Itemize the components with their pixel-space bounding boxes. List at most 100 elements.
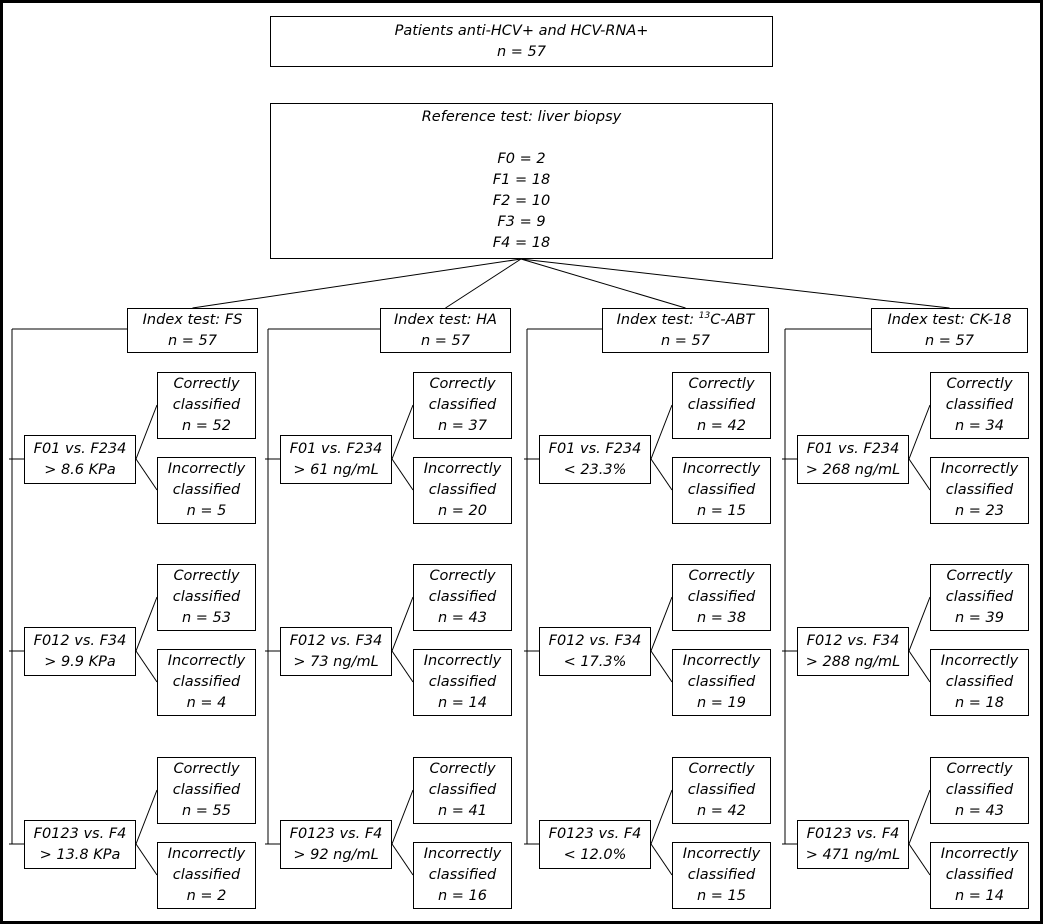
branch-incorrect-line xyxy=(650,458,673,491)
incorrectly-classified-box-text: classified xyxy=(428,674,497,690)
index-test-count: n = 57 xyxy=(660,332,710,349)
correctly-classified-box-text: classified xyxy=(172,397,241,413)
comparison-box-text: > 268 ng/mL xyxy=(805,461,901,478)
comparison-box: F01 vs. F234> 8.6 KPa xyxy=(24,435,136,484)
correctly-classified-box-text: classified xyxy=(428,782,497,798)
index-test-prefix: Index test: xyxy=(616,311,699,328)
incorrectly-classified-box-text: classified xyxy=(428,867,497,883)
correctly-classified-box-text: n = 38 xyxy=(696,610,746,626)
comparison-box-text: F012 vs. F34 xyxy=(806,632,900,649)
branch-correct-line xyxy=(391,789,414,845)
correctly-classified-box-text: Correctly xyxy=(946,761,1013,777)
incorrectly-classified-box-text: n = 14 xyxy=(954,888,1004,904)
population-box: Patients anti-HCV+ and HCV-RNA+ n = 57 xyxy=(270,16,773,67)
comparison-box-text: > 471 ng/mL xyxy=(805,846,901,863)
correctly-classified-box-text: classified xyxy=(172,589,241,605)
comparison-box: F0123 vs. F4> 471 ng/mL xyxy=(797,820,909,869)
comparison-box-text: > 288 ng/mL xyxy=(805,653,901,670)
incorrectly-classified-box-text: Incorrectly xyxy=(940,461,1019,477)
comparison-box-text: > 61 ng/mL xyxy=(293,461,379,478)
incorrectly-classified-box-text: Incorrectly xyxy=(167,653,246,669)
incorrectly-classified-box-text: Incorrectly xyxy=(940,653,1019,669)
correctly-classified-box-text: Correctly xyxy=(429,568,496,584)
comparison-box: F0123 vs. F4> 13.8 KPa xyxy=(24,820,136,869)
comparison-box-text: F0123 vs. F4 xyxy=(548,825,642,842)
correctly-classified-box-text: n = 37 xyxy=(437,418,487,434)
comparison-box-text: F01 vs. F234 xyxy=(806,440,900,457)
grade-f4: F4 = 18 xyxy=(492,235,551,251)
comparison-box-text: < 12.0% xyxy=(563,846,627,863)
correctly-classified-box-text: n = 34 xyxy=(954,418,1004,434)
index-test-name: CK-18 xyxy=(969,311,1012,328)
incorrectly-classified-box-text: n = 4 xyxy=(186,695,227,711)
index-test-name: C-ABT xyxy=(710,311,755,328)
comparison-box-text: F01 vs. F234 xyxy=(289,440,383,457)
branch-correct-line xyxy=(908,404,931,460)
comparison-box-text: > 9.9 KPa xyxy=(44,653,116,670)
incorrectly-classified-box-text: Incorrectly xyxy=(940,846,1019,862)
comparison-box-text: F01 vs. F234 xyxy=(548,440,642,457)
correctly-classified-box-text: Correctly xyxy=(946,376,1013,392)
branch-correct-line xyxy=(650,789,673,845)
branch-correct-line xyxy=(135,596,158,652)
comparison-box-text: < 17.3% xyxy=(563,653,627,670)
incorrectly-classified-box-text: n = 23 xyxy=(954,503,1004,519)
incorrectly-classified-box-text: classified xyxy=(172,482,241,498)
comparison-box-text: > 13.8 KPa xyxy=(39,846,121,863)
correctly-classified-box-text: classified xyxy=(428,589,497,605)
incorrectly-classified-box-text: Incorrectly xyxy=(423,653,502,669)
branch-incorrect-line xyxy=(908,458,931,491)
reference-to-index-line xyxy=(520,258,950,309)
comparison-box: F01 vs. F234 > 61 ng/mL xyxy=(280,435,392,484)
correctly-classified-box-text: n = 43 xyxy=(954,803,1004,819)
correctly-classified-box-text: classified xyxy=(945,589,1014,605)
branch-incorrect-line xyxy=(135,843,158,876)
branch-incorrect-line xyxy=(391,843,414,876)
incorrectly-classified-box-text: Incorrectly xyxy=(423,846,502,862)
branch-incorrect-line xyxy=(135,458,158,491)
comparison-box-text: F012 vs. F34 xyxy=(548,632,642,649)
correctly-classified-box-text: Correctly xyxy=(429,376,496,392)
correctly-classified-box-text: n = 42 xyxy=(696,803,746,819)
incorrectly-classified-box-text: n = 18 xyxy=(954,695,1004,711)
population-title: Patients anti-HCV+ and HCV-RNA+ xyxy=(394,22,649,39)
correctly-classified-box-text: Correctly xyxy=(946,568,1013,584)
incorrectly-classified-box-text: Incorrectly xyxy=(423,461,502,477)
correctly-classified-box-text: classified xyxy=(428,397,497,413)
comparison-box-text: > 73 ng/mL xyxy=(293,653,379,670)
grade-f1: F1 = 18 xyxy=(492,172,551,188)
correctly-classified-box-text: Correctly xyxy=(429,761,496,777)
correctly-classified-box-text: Correctly xyxy=(688,376,755,392)
incorrectly-classified-box-text: Incorrectly xyxy=(167,461,246,477)
correctly-classified-box-text: n = 43 xyxy=(437,610,487,626)
branch-correct-line xyxy=(391,596,414,652)
correctly-classified-box-text: Correctly xyxy=(173,761,240,777)
grade-f2: F2 = 10 xyxy=(492,193,551,209)
index-test-prefix: Index test: xyxy=(142,311,225,328)
incorrectly-classified-box-text: classified xyxy=(687,867,756,883)
incorrectly-classified-box-text: n = 2 xyxy=(186,888,227,904)
isotope-superscript: 13 xyxy=(698,310,711,321)
incorrectly-classified-box-text: n = 14 xyxy=(437,695,487,711)
correctly-classified-box-text: n = 41 xyxy=(437,803,487,819)
comparison-box-text: F0123 vs. F4 xyxy=(289,825,383,842)
correctly-classified-box-text: n = 39 xyxy=(954,610,1004,626)
incorrectly-classified-box-text: n = 15 xyxy=(696,503,746,519)
index-test-title: Index test: 13C-ABT xyxy=(617,310,755,331)
comparison-box: F012 vs. F34> 73 ng/mL xyxy=(280,627,392,676)
correctly-classified-box: Correctly classified n = 41 xyxy=(413,757,512,824)
connector-lines xyxy=(9,258,950,876)
correctly-classified-box: Correctly classified n = 39 xyxy=(930,564,1029,631)
incorrectly-classified-box-text: n = 5 xyxy=(186,503,227,519)
